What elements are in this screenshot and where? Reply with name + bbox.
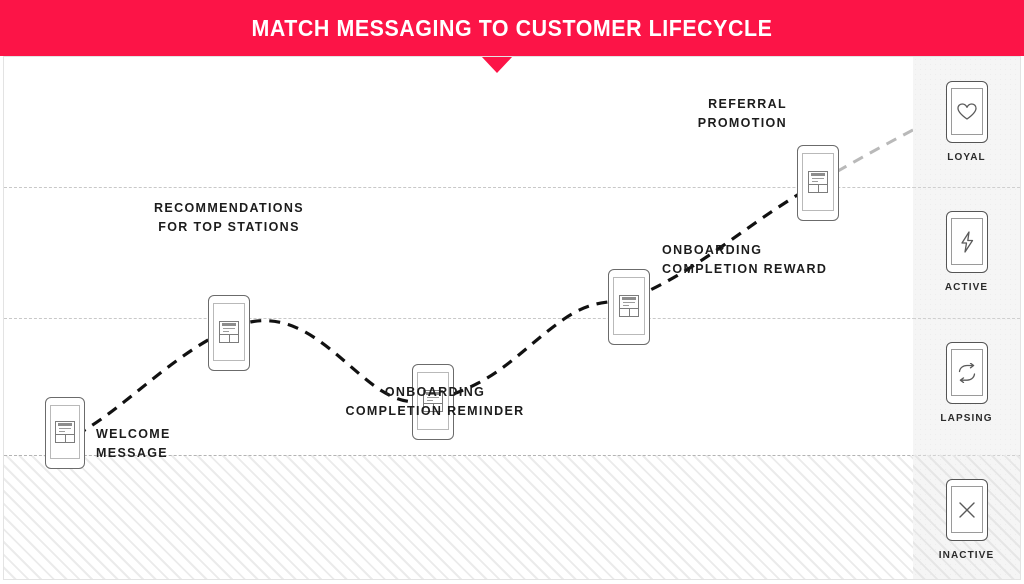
- label-referral-promotion: REFERRAL PROMOTION: [697, 97, 787, 130]
- header-notch-triangle: [481, 56, 513, 73]
- label-onboarding-completion-reminder: ONBOARDING COMPLETION REMINDER: [345, 385, 525, 418]
- phone-screen: [50, 405, 80, 459]
- legend-label-active: ACTIVE: [944, 282, 989, 293]
- message-phone-recommendations[interactable]: [208, 295, 250, 371]
- phone-screen: [417, 372, 449, 430]
- phone-screen: [950, 88, 983, 135]
- legend-label-inactive: INACTIVE: [938, 550, 995, 561]
- phone-outline: [945, 81, 988, 143]
- message-phone-referral-promotion[interactable]: [797, 145, 839, 221]
- close-x-icon: [957, 500, 977, 520]
- legend-item-lapsing[interactable]: LAPSING: [913, 318, 1020, 455]
- card-header-bar: [810, 173, 826, 177]
- card-header-bar: [221, 323, 237, 327]
- legend-phone-inactive: [945, 479, 988, 541]
- card-footer-buttons: [808, 184, 828, 193]
- legend-phone-loyal: [945, 81, 988, 143]
- phone-screen: [950, 349, 983, 396]
- card-text-line: [622, 301, 636, 304]
- message-card-icon: [807, 170, 829, 194]
- message-card-icon: [618, 294, 640, 318]
- page-title: MATCH MESSAGING TO CUSTOMER LIFECYCLE: [251, 15, 773, 41]
- phone-screen: [213, 303, 245, 361]
- message-phone-onboarding-reminder[interactable]: [412, 364, 454, 440]
- legend-label-lapsing: LAPSING: [940, 413, 993, 424]
- card-footer-buttons: [219, 334, 239, 343]
- card-header-bar: [621, 297, 637, 301]
- card-text-line: [59, 427, 71, 430]
- legend-item-active[interactable]: ACTIVE: [913, 187, 1020, 318]
- message-phone-onboarding-reward[interactable]: [608, 269, 650, 345]
- phone-outline: [945, 342, 988, 404]
- refresh-loop-icon: [956, 362, 978, 383]
- phone-screen: [950, 218, 983, 265]
- legend-phone-active: [945, 211, 988, 273]
- card-text-line: [222, 327, 236, 330]
- card-header-bar: [58, 423, 72, 427]
- card-header-bar: [425, 392, 441, 396]
- lifecycle-stage-legend: LOYAL ACTIVE: [913, 57, 1020, 579]
- phone-outline: [945, 211, 988, 273]
- label-recommendations-for-top-stations: RECOMMENDATIONS FOR TOP STATIONS: [154, 201, 304, 234]
- card-text-line: [811, 177, 825, 180]
- label-welcome-message: WELCOME MESSAGE: [96, 427, 171, 460]
- legend-phone-lapsing: [945, 342, 988, 404]
- lifecycle-chart-area: WELCOME MESSAGE RECOMMENDATIONS FOR TOP …: [4, 57, 1020, 579]
- phone-outline: [945, 479, 988, 541]
- card-text-line: [622, 304, 630, 307]
- legend-label-loyal: LOYAL: [947, 152, 986, 163]
- legend-divider: [913, 318, 1020, 319]
- message-card-icon: [218, 320, 240, 344]
- heart-icon: [956, 102, 977, 121]
- message-card-icon: [422, 389, 444, 413]
- label-onboarding-completion-reward: ONBOARDING COMPLETION REWARD: [662, 243, 828, 276]
- band-divider-loyal-active: [4, 187, 1020, 188]
- card-text-line: [59, 430, 65, 433]
- message-card-icon: [55, 420, 75, 444]
- phone-screen: [613, 277, 645, 335]
- card-footer-buttons: [619, 308, 639, 317]
- legend-item-inactive[interactable]: INACTIVE: [913, 455, 1020, 579]
- card-text-line: [811, 180, 819, 183]
- band-divider-lapsing-inactive: [4, 455, 1020, 456]
- card-footer-buttons: [423, 403, 443, 412]
- header-banner: MATCH MESSAGING TO CUSTOMER LIFECYCLE: [0, 0, 1024, 56]
- band-divider-active-lapsing: [4, 318, 1020, 319]
- message-phone-welcome[interactable]: [45, 397, 85, 469]
- card-text-line: [426, 399, 434, 402]
- legend-item-loyal[interactable]: LOYAL: [913, 57, 1020, 187]
- lightning-bolt-icon: [959, 230, 975, 253]
- card-text-line: [222, 330, 230, 333]
- card-text-line: [426, 396, 440, 399]
- legend-divider: [913, 187, 1020, 188]
- card-footer-buttons: [56, 434, 74, 443]
- phone-screen: [802, 153, 834, 211]
- phone-screen: [950, 486, 983, 533]
- inactive-hatched-band: [4, 455, 1020, 579]
